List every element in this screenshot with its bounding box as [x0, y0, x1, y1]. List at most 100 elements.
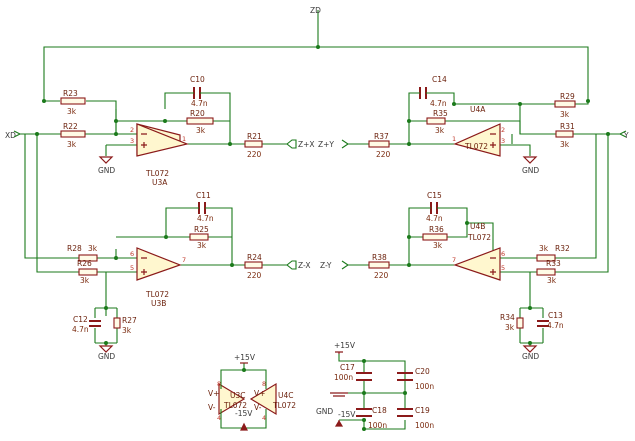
capacitor-c19: C19 100n — [397, 406, 434, 430]
resistor-r24: R24 220 — [244, 253, 263, 280]
svg-text:R29: R29 — [560, 92, 575, 101]
svg-text:3k: 3k — [539, 244, 549, 253]
power-flag-vneg-left: -15V — [235, 409, 253, 431]
svg-text:C15: C15 — [427, 191, 442, 200]
resistor-r31: R31 3k — [555, 122, 575, 149]
svg-text:3k: 3k — [88, 244, 98, 253]
svg-text:V-: V- — [254, 403, 262, 412]
wires — [20, 10, 620, 430]
svg-text:R31: R31 — [560, 122, 575, 131]
svg-text:C12: C12 — [73, 315, 88, 324]
net-label-z-minus-y: Z-Y — [320, 260, 349, 270]
svg-text:3k: 3k — [67, 107, 77, 116]
junctions — [35, 45, 610, 431]
resistor-r20: R20 3k — [186, 109, 214, 135]
svg-text:R20: R20 — [190, 109, 205, 118]
svg-text:Z-X: Z-X — [298, 261, 310, 270]
resistor-r25: R25 3k — [189, 225, 209, 250]
svg-text:3k: 3k — [80, 276, 90, 285]
svg-text:Y: Y — [623, 131, 629, 140]
resistor-r29: R29 3k — [554, 92, 576, 119]
svg-text:Z-Y: Z-Y — [320, 261, 332, 270]
svg-text:5: 5 — [501, 264, 505, 272]
svg-text:ZD: ZD — [310, 6, 321, 15]
svg-text:+15V: +15V — [234, 353, 256, 362]
capacitor-c15: C15 4.7n — [425, 191, 443, 223]
opamp-u4c-power: 8 4 V+ V- U4C TL072 — [249, 379, 296, 422]
svg-text:6: 6 — [501, 250, 505, 258]
power-flag-vpos-right: +15V — [334, 341, 356, 354]
resistor-r27: R27 3k — [113, 316, 137, 335]
svg-text:U4B: U4B — [470, 222, 485, 231]
svg-text:U4A: U4A — [470, 105, 486, 114]
opamp-u4b: 6 5 7 U4B TL072 — [452, 222, 505, 281]
svg-text:R37: R37 — [374, 132, 389, 141]
net-label-z-minus-x: Z-X — [286, 260, 310, 270]
svg-text:+15V: +15V — [334, 341, 356, 350]
svg-text:R22: R22 — [63, 122, 78, 131]
capacitor-c14: C14 4.7n — [414, 75, 447, 108]
svg-text:GND: GND — [522, 352, 539, 361]
svg-text:TL072: TL072 — [223, 401, 247, 410]
capacitor-c20: C20 100n — [397, 367, 434, 391]
svg-text:4.7n: 4.7n — [430, 99, 447, 108]
svg-text:2: 2 — [501, 126, 505, 134]
resistor-r33: R33 3k — [536, 259, 561, 285]
capacitor-c17: C17 100n — [334, 363, 372, 382]
svg-text:3k: 3k — [560, 140, 570, 149]
svg-text:220: 220 — [374, 271, 389, 280]
svg-text:3k: 3k — [433, 241, 443, 250]
svg-text:-15V: -15V — [338, 410, 356, 419]
svg-text:GND: GND — [316, 407, 333, 416]
ground-symbol-u3a: GND — [98, 156, 115, 175]
svg-text:U3C: U3C — [230, 391, 246, 400]
svg-text:3k: 3k — [122, 326, 132, 335]
svg-text:TL072: TL072 — [145, 169, 169, 178]
svg-text:3k: 3k — [505, 323, 515, 332]
capacitor-c18: C18 100n — [356, 406, 387, 430]
svg-text:GND: GND — [522, 166, 539, 175]
svg-text:C18: C18 — [372, 406, 387, 415]
svg-text:XD: XD — [5, 131, 16, 140]
svg-text:100n: 100n — [415, 421, 434, 430]
power-flag-vneg-right: -15V — [334, 410, 356, 427]
svg-text:4: 4 — [262, 414, 266, 422]
power-flag-vpos-left: +15V — [234, 353, 256, 364]
svg-text:R33: R33 — [546, 259, 561, 268]
svg-text:R28: R28 — [67, 244, 82, 253]
svg-text:4.7n: 4.7n — [72, 325, 89, 334]
svg-text:100n: 100n — [415, 382, 434, 391]
ground-symbol-power: GND — [316, 392, 348, 416]
svg-text:2: 2 — [130, 126, 134, 134]
opamp-u4a: 2 3 1 U4A TL072 — [452, 105, 505, 157]
capacitor-c12: C12 4.7n — [72, 315, 101, 334]
resistor-r28: R28 3k — [67, 244, 98, 262]
svg-text:7: 7 — [182, 256, 186, 264]
svg-text:4.7n: 4.7n — [191, 99, 208, 108]
svg-text:4: 4 — [217, 414, 221, 422]
svg-text:R36: R36 — [429, 225, 444, 234]
svg-text:8: 8 — [262, 380, 266, 388]
svg-text:TL072: TL072 — [145, 290, 169, 299]
net-label-y: Y — [619, 130, 629, 140]
svg-text:3: 3 — [130, 137, 134, 145]
capacitor-c10: C10 4.7n — [189, 75, 208, 108]
svg-text:R34: R34 — [500, 313, 515, 322]
svg-text:V+: V+ — [254, 389, 265, 398]
opamp-u3a: 2 3 1 TL072 U3A — [130, 123, 189, 187]
svg-text:R35: R35 — [433, 109, 448, 118]
resistor-r34: R34 3k — [500, 313, 524, 332]
svg-text:R27: R27 — [122, 316, 137, 325]
svg-text:R21: R21 — [247, 132, 262, 141]
svg-text:R38: R38 — [372, 253, 387, 262]
svg-text:220: 220 — [247, 150, 262, 159]
svg-text:7: 7 — [452, 256, 456, 264]
svg-text:3k: 3k — [67, 140, 77, 149]
net-label-zd: ZD — [310, 6, 321, 15]
svg-text:4.7n: 4.7n — [197, 214, 214, 223]
svg-text:6: 6 — [130, 250, 134, 258]
ground-symbol-c13: GND — [522, 345, 539, 361]
opamp-u3b: 6 5 7 TL072 U3B — [130, 247, 186, 308]
svg-text:V+: V+ — [208, 389, 219, 398]
